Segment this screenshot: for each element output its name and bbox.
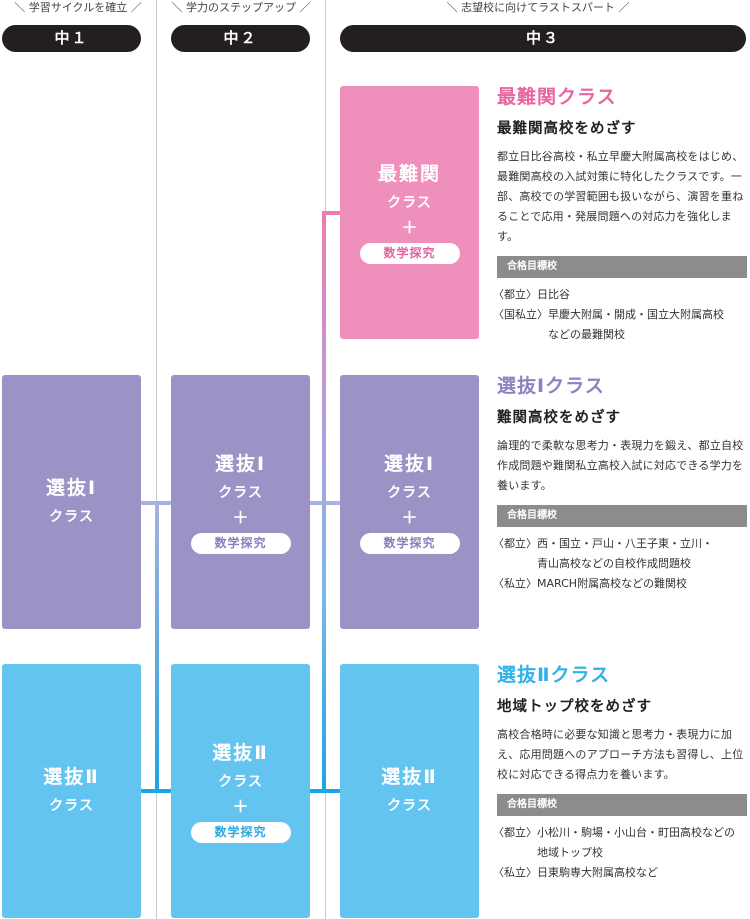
grade-header-1: 中１	[2, 25, 141, 52]
tagline-grade-3: ＼ 志望校に向けてラストスパート ／	[446, 1, 630, 14]
school-row: 〈都立〉 小松川・駒場・小山台・町田高校などの 地域トップ校	[493, 823, 747, 863]
description-body: 都立日比谷高校・私立早慶大附属高校をはじめ、最難関高校の入試対策に特化したクラス…	[497, 150, 744, 243]
plus-sign: ＋	[232, 507, 249, 527]
description-body: 高校合格時に必要な知識と思考力・表現力に加え、応用問題へのアプローチ方法も習得し…	[497, 728, 744, 781]
school-names: 日比谷	[537, 288, 570, 301]
tagline-grade-2: ＼ 学力のステップアップ ／	[171, 1, 311, 14]
column-divider-1	[156, 0, 157, 919]
class-box-select1-grade3: 選抜Ⅰ クラス ＋ 数学探究	[340, 375, 479, 629]
description-goal: 地域トップ校をめざす	[497, 699, 652, 715]
description-select1: 選抜Ⅰクラス 難関高校をめざす 論理的で柔軟な思考力・表現力を鍛え、都立自校作成…	[493, 374, 747, 594]
target-schools-label: 合格目標校	[497, 505, 747, 527]
plus-sign: ＋	[401, 218, 418, 237]
class-box-select2-grade3: 選抜Ⅱ クラス	[340, 664, 479, 918]
plus-sign: ＋	[401, 507, 418, 527]
grade-header-2: 中２	[171, 25, 310, 52]
description-top-tier: 最難関クラス 最難関高校をめざす 都立日比谷高校・私立早慶大附属高校をはじめ、最…	[493, 85, 747, 345]
math-inquiry-badge: 数学探究	[359, 532, 460, 554]
target-schools-list: 〈都立〉 小松川・駒場・小山台・町田高校などの 地域トップ校 〈私立〉 日東駒専…	[493, 823, 747, 883]
class-box-select2-grade1: 選抜Ⅱ クラス	[2, 664, 141, 918]
school-names: 西・国立・戸山・八王子東・立川・ 青山高校などの自校作成問題校	[537, 537, 713, 570]
school-names: 早慶大附属・開成・国立大附属高校 などの最難関校	[548, 308, 724, 341]
math-inquiry-badge: 数学探究	[190, 532, 291, 554]
description-title: 選抜Ⅰクラス	[497, 375, 605, 397]
target-schools-list: 〈都立〉 西・国立・戸山・八王子東・立川・ 青山高校などの自校作成問題校 〈私立…	[493, 534, 747, 594]
grade-header-3: 中３	[340, 25, 746, 52]
school-names: 小松川・駒場・小山台・町田高校などの 地域トップ校	[537, 826, 735, 859]
connector-g3-branch	[322, 211, 326, 793]
class-box-select1-grade2: 選抜Ⅰ クラス ＋ 数学探究	[171, 375, 310, 629]
class-label: クラス	[387, 798, 432, 814]
connector-g3-top	[322, 211, 340, 215]
class-name: 選抜Ⅰ	[45, 477, 98, 499]
school-type: 〈私立〉	[493, 866, 537, 879]
class-label: クラス	[387, 195, 432, 211]
target-schools-label: 合格目標校	[497, 794, 747, 816]
school-row: 〈私立〉 日東駒専大附属高校など	[493, 863, 747, 883]
class-box-select1-grade1: 選抜Ⅰ クラス	[2, 375, 141, 629]
school-row: 〈私立〉 MARCH附属高校などの難関校	[493, 574, 747, 594]
school-type: 〈都立〉	[493, 537, 537, 550]
plus-sign: ＋	[232, 796, 249, 816]
class-name: 選抜Ⅱ	[212, 741, 269, 764]
class-label: クラス	[218, 773, 263, 790]
school-type: 〈国私立〉	[493, 308, 548, 321]
connector-g2-branch	[155, 501, 159, 793]
school-row: 〈都立〉 西・国立・戸山・八王子東・立川・ 青山高校などの自校作成問題校	[493, 534, 747, 574]
class-box-select2-grade2: 選抜Ⅱ クラス ＋ 数学探究	[171, 664, 310, 918]
class-name: 選抜Ⅰ	[383, 452, 436, 475]
school-names: MARCH附属高校などの難関校	[537, 577, 688, 590]
school-row: 〈都立〉 日比谷	[493, 285, 747, 305]
class-name: 最難関	[377, 163, 441, 185]
tagline-grade-1: ＼ 学習サイクルを確立 ／	[14, 1, 142, 14]
class-name: 選抜Ⅰ	[214, 452, 267, 475]
class-label: クラス	[218, 484, 263, 501]
description-title: 最難関クラス	[497, 86, 617, 108]
math-inquiry-badge: 数学探究	[359, 243, 460, 264]
class-label: クラス	[49, 509, 94, 525]
school-type: 〈都立〉	[493, 288, 537, 301]
description-select2: 選抜Ⅱクラス 地域トップ校をめざす 高校合格時に必要な知識と思考力・表現力に加え…	[493, 663, 747, 883]
school-row: 〈国私立〉 早慶大附属・開成・国立大附属高校 などの最難関校	[493, 305, 747, 345]
description-goal: 難関高校をめざす	[497, 410, 621, 426]
description-title: 選抜Ⅱクラス	[497, 664, 611, 686]
target-schools-label: 合格目標校	[497, 256, 747, 278]
class-label: クラス	[49, 798, 94, 814]
school-names: 日東駒専大附属高校など	[537, 866, 658, 879]
class-label: クラス	[387, 484, 432, 501]
class-name: 選抜Ⅱ	[43, 766, 100, 788]
class-name: 選抜Ⅱ	[381, 766, 438, 788]
math-inquiry-badge: 数学探究	[190, 821, 291, 843]
description-goal: 最難関高校をめざす	[497, 121, 637, 137]
target-schools-list: 〈都立〉 日比谷 〈国私立〉 早慶大附属・開成・国立大附属高校 などの最難関校	[493, 285, 747, 345]
description-body: 論理的で柔軟な思考力・表現力を鍛え、都立自校作成問題や難関私立高校入試に対応でき…	[497, 439, 744, 492]
school-type: 〈都立〉	[493, 826, 537, 839]
class-box-top-tier-grade3: 最難関 クラス ＋ 数学探究	[340, 86, 479, 339]
school-type: 〈私立〉	[493, 577, 537, 590]
